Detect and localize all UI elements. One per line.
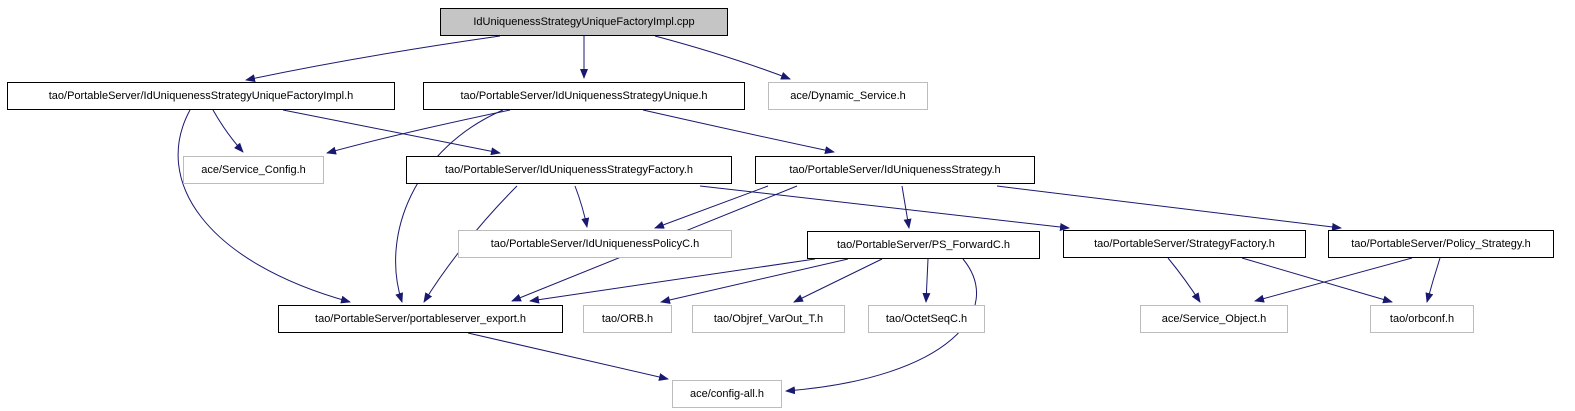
edge-h-strategy-to-policyc [654,185,769,229]
node-h-unique[interactable]: tao/PortableServer/IdUniquenessStrategyU… [423,82,745,110]
edge-strategy-factory-to-service-object [1167,257,1201,303]
node-portableserver-export[interactable]: tao/PortableServer/portableserver_export… [278,305,563,333]
node-dynamic-service: ace/Dynamic_Service.h [768,82,928,110]
edge-h-strategy-to-ps-forwardc [901,185,912,229]
edge-h-impl-to-service-config [212,109,244,153]
node-h-factory[interactable]: tao/PortableServer/IdUniquenessStrategyF… [406,156,732,184]
edge-ps-forwardc-to-config-all [785,258,977,395]
node-service-config: ace/Service_Config.h [183,156,324,184]
edge-h-unique-to-service-config [326,109,511,155]
node-objref-varout: tao/Objref_VarOut_T.h [692,305,845,333]
edge-h-factory-to-policyc [574,185,590,228]
node-h-strategy[interactable]: tao/PortableServer/IdUniquenessStrategy.… [755,156,1035,184]
node-h-impl[interactable]: tao/PortableServer/IdUniquenessStrategyU… [7,82,395,110]
node-orb: tao/ORB.h [583,305,672,333]
edge-h-impl-to-h-factory [282,109,501,156]
edge-policy-strategy-to-service-object [1254,257,1413,303]
edge-h-unique-to-portableserver-export [395,109,504,303]
edge-h-unique-to-h-strategy [642,109,835,155]
node-config-all: ace/config-all.h [672,380,782,408]
node-strategy-factory[interactable]: tao/PortableServer/StrategyFactory.h [1063,230,1306,258]
edge-h-factory-to-strategy-factory [699,185,1070,231]
node-policy-strategy[interactable]: tao/PortableServer/Policy_Strategy.h [1328,230,1554,258]
edge-h-strategy-to-policy-strategy [996,185,1342,231]
node-orbconf: tao/orbconf.h [1370,305,1474,333]
edge-ps-forwardc-to-octetseqc [922,258,931,303]
edge-portableserver-export-to-config-all [467,332,669,381]
edge-strategy-factory-to-orbconf [1241,257,1393,304]
node-service-object: ace/Service_Object.h [1140,305,1288,333]
edge-policy-strategy-to-orbconf [1425,257,1441,303]
node-ps-forwardc[interactable]: tao/PortableServer/PS_ForwardC.h [807,231,1040,259]
edge-cpp-root-to-h-impl [245,35,501,83]
edge-group [177,35,1441,395]
edge-cpp-root-to-dynamic-service [654,35,791,80]
edge-h-impl-to-portableserver-export [177,109,351,304]
edge-ps-forwardc-to-objref-varout [793,258,883,303]
node-policyc: tao/PortableServer/IdUniquenessPolicyC.h [458,230,732,258]
edge-ps-forwardc-to-orb [660,258,849,304]
node-octetseqc: tao/OctetSeqC.h [868,305,985,333]
edge-ps-forwardc-to-portableserver-export [529,258,816,304]
node-cpp-root: IdUniquenessStrategyUniqueFactoryImpl.cp… [440,8,728,36]
